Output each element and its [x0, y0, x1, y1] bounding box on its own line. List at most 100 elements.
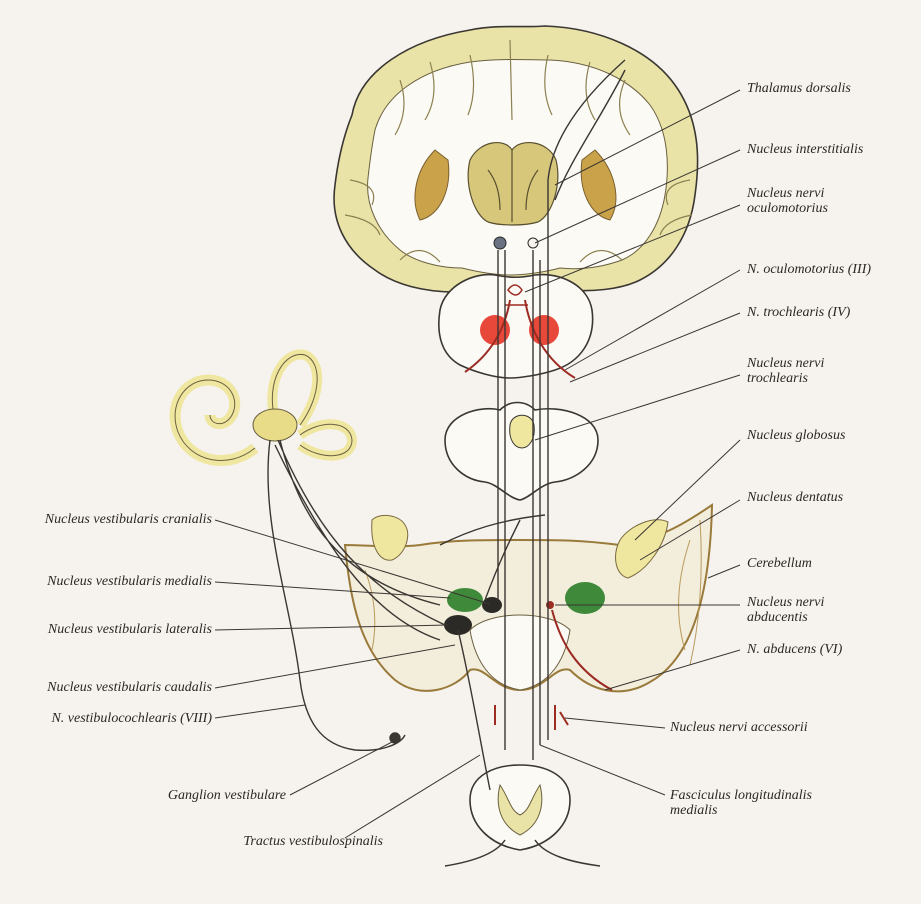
- label-text-line2: trochlearis: [747, 371, 808, 386]
- label-thalamus-dorsalis: Thalamus dorsalis: [747, 81, 851, 96]
- semicircular-canals-outline: [271, 354, 353, 457]
- label-text: Nucleus vestibularis medialis: [47, 574, 212, 589]
- label-nucleus-interstitialis: Nucleus interstitialis: [747, 142, 863, 157]
- nucleus-dentatus-right: [615, 519, 669, 579]
- label-text: Ganglion vestibulare: [167, 788, 286, 803]
- label-nucleus-dentatus: Nucleus dentatus: [747, 490, 843, 505]
- label-text-line2: abducentis: [747, 610, 808, 625]
- label-text: Tractus vestibulospinalis: [243, 834, 383, 849]
- cerebellum-folia: [364, 519, 702, 666]
- neural-pathways: [267, 59, 626, 791]
- label-text-line1: Fasciculus longitudinalis: [670, 788, 812, 803]
- label-nucleus-nervi-accessorii: Nucleus nervi accessorii: [670, 720, 808, 735]
- label-text-line1: Nucleus nervi: [747, 356, 825, 371]
- leader-nucleus-trochlearis: [534, 374, 741, 441]
- leader-dentatus: [639, 499, 741, 561]
- label-n-vestibulocochlearis: N. vestibulocochlearis (VIII): [51, 711, 212, 726]
- semicircular-canals: [267, 349, 358, 461]
- leader-globosus: [634, 439, 741, 541]
- leader-lines: [214, 89, 741, 839]
- basal-ganglia-left: [414, 149, 450, 221]
- leader-accessorii: [564, 717, 666, 729]
- leader-ganglion: [289, 741, 393, 796]
- leader-fasciculus: [539, 744, 666, 796]
- tractus-vestibulospinalis: [457, 629, 491, 791]
- vestibulo-cerebellar-fibers: [439, 514, 546, 601]
- label-text: Nucleus dentatus: [747, 490, 844, 505]
- label-text: Nucleus nervi accessorii: [670, 720, 808, 735]
- cochlea: [169, 374, 259, 466]
- label-text: Nucleus vestibularis cranialis: [44, 512, 212, 527]
- abducens-nerve: [551, 609, 613, 691]
- nucleus-vestibularis-cranialis: [482, 597, 502, 613]
- nucleus-interstitialis-left: [493, 236, 507, 250]
- red-nucleus-left: [480, 315, 510, 345]
- label-text: Nucleus vestibularis caudalis: [47, 680, 212, 695]
- label-n-trochlearis: N. trochlearis (IV): [747, 305, 850, 320]
- leader-thalamus: [554, 89, 741, 186]
- label-text: Cerebellum: [747, 556, 812, 571]
- nucleus-interstitialis-right: [527, 237, 539, 249]
- gyri-details: [344, 39, 693, 263]
- inner-ear-labyrinth: [169, 349, 358, 466]
- leader-n-abducens: [604, 649, 741, 691]
- midbrain-outline: [438, 273, 594, 379]
- label-text-line1: Nucleus nervi: [747, 186, 825, 201]
- spinal-roots: [444, 839, 601, 867]
- thalamus-body: [467, 142, 559, 226]
- nucleus-dentatus-left: [371, 514, 409, 561]
- fasciculus-longitudinalis-right: [532, 180, 549, 760]
- leader-n-oculomotorius: [564, 269, 741, 371]
- nucleus-nervi-abducentis-green: [565, 582, 605, 614]
- vestibular-nerve-fibers: [274, 439, 446, 641]
- trochlear-nucleus: [509, 414, 535, 449]
- abducens-dot: [546, 601, 554, 609]
- spinal-gray-matter: [497, 783, 543, 836]
- medulla-center: [469, 614, 571, 691]
- label-nucleus-vestibularis-cranialis: Nucleus vestibularis cranialis: [45, 512, 212, 527]
- medulla-cerebellum-section: [343, 503, 714, 730]
- vestibulocochlear-nerve: [267, 439, 406, 752]
- leader-n-trochlearis: [569, 312, 741, 383]
- ganglion-vestibulare: [389, 732, 401, 744]
- label-text: N. oculomotorius (III): [747, 262, 872, 277]
- leader-vest-caudalis: [214, 644, 456, 689]
- label-nucleus-globosus: Nucleus globosus: [747, 428, 845, 443]
- leader-tractus: [344, 754, 481, 839]
- label-text: Thalamus dorsalis: [747, 81, 851, 96]
- leader-vest-medialis: [214, 581, 451, 599]
- label-text-line1: Nucleus nervi: [747, 595, 825, 610]
- label-ganglion-vestibulare: Ganglion vestibulare: [168, 788, 286, 803]
- vestibule: [252, 408, 298, 442]
- label-text: N. trochlearis (IV): [747, 305, 851, 320]
- label-text-line2: oculomotorius: [747, 201, 828, 216]
- midbrain-section: [438, 273, 594, 379]
- fasciculus-longitudinalis-left: [497, 250, 506, 750]
- thalamus-midline: [487, 150, 539, 222]
- label-text: Nucleus globosus: [747, 428, 846, 443]
- label-cerebellum: Cerebellum: [747, 556, 812, 571]
- leader-interstitialis: [534, 149, 741, 244]
- accessory-nuclei: [494, 705, 569, 730]
- label-text: Nucleus interstitialis: [747, 142, 864, 157]
- label-nucleus-vestibularis-caudalis: Nucleus vestibularis caudalis: [47, 680, 212, 695]
- pons-section: [444, 401, 599, 501]
- leader-vest-cranialis: [214, 519, 491, 605]
- leader-vest-lateralis: [214, 624, 449, 631]
- label-text: N. abducens (VI): [747, 642, 843, 657]
- leader-cerebellum: [707, 564, 741, 579]
- nucleus-vestibularis-lateralis: [444, 615, 472, 635]
- label-nucleus-vestibularis-lateralis: Nucleus vestibularis lateralis: [48, 622, 212, 637]
- spinal-cord-outline: [469, 764, 571, 851]
- pons-outline: [444, 401, 599, 501]
- label-n-oculomotorius: N. oculomotorius (III): [747, 262, 871, 277]
- thalamic-projection: [547, 59, 626, 201]
- label-text-line2: medialis: [670, 803, 718, 818]
- label-n-abducens: N. abducens (VI): [747, 642, 842, 657]
